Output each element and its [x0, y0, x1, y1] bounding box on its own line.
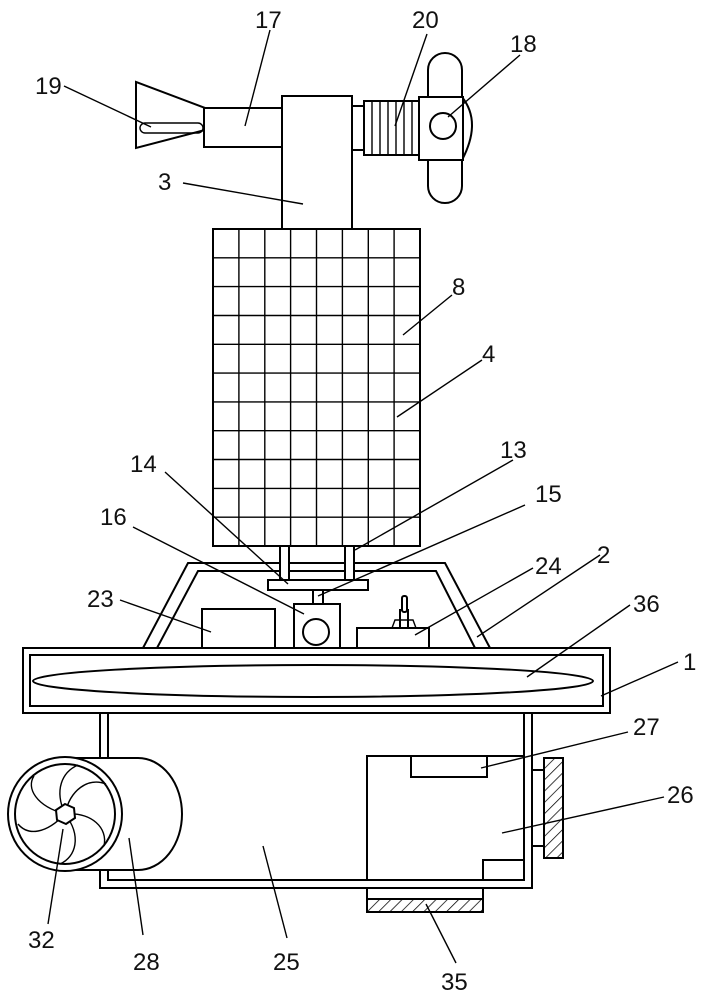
label-18: 18 [510, 31, 537, 58]
support-frame-inner [156, 570, 476, 649]
label-14: 14 [130, 451, 157, 478]
leader-lines [47, 29, 679, 964]
label-2: 2 [597, 542, 610, 569]
reference-labels: 17 20 18 19 3 8 4 13 14 15 16 2 24 23 36… [28, 7, 696, 996]
switch-knob [401, 595, 408, 613]
label-23: 23 [87, 586, 114, 613]
rotation-shaft [312, 589, 324, 605]
impeller-hub [54, 802, 77, 826]
control-box [201, 608, 276, 649]
float-board-inner [29, 654, 604, 707]
bottom-plate [366, 887, 484, 900]
label-1: 1 [683, 649, 696, 676]
label-16: 16 [100, 504, 127, 531]
side-hatch [543, 757, 564, 859]
label-20: 20 [412, 7, 439, 34]
label-26: 26 [667, 782, 694, 809]
column-leg-left [279, 545, 290, 581]
label-35: 35 [441, 969, 468, 996]
label-25: 25 [273, 949, 300, 976]
column-leg-right [344, 545, 355, 581]
label-13: 13 [500, 437, 527, 464]
label-28: 28 [133, 949, 160, 976]
label-24: 24 [535, 553, 562, 580]
label-27: 27 [633, 714, 660, 741]
rotation-plate [267, 579, 369, 591]
label-8: 8 [452, 274, 465, 301]
funnel-slot [139, 122, 204, 134]
label-19: 19 [35, 73, 62, 100]
label-17: 17 [255, 7, 282, 34]
float-cavity [32, 664, 594, 698]
bottom-hatch [366, 898, 484, 913]
label-36: 36 [633, 591, 660, 618]
gear-teeth [371, 101, 413, 155]
mast [281, 95, 353, 231]
funnel-horn [135, 80, 206, 150]
label-15: 15 [535, 481, 562, 508]
switch-base [356, 627, 430, 649]
solar-grid [213, 229, 420, 546]
label-32: 32 [28, 927, 55, 954]
propeller-hub [429, 112, 457, 140]
upper-arm [203, 107, 283, 148]
battery-terminal [410, 755, 488, 778]
thruster-ring-inner [14, 763, 116, 865]
gear-body [363, 100, 420, 156]
drive-wheel [302, 618, 330, 646]
label-4: 4 [482, 341, 495, 368]
battery-notch [482, 859, 525, 881]
switch-collar [391, 619, 417, 629]
label-3: 3 [158, 169, 171, 196]
